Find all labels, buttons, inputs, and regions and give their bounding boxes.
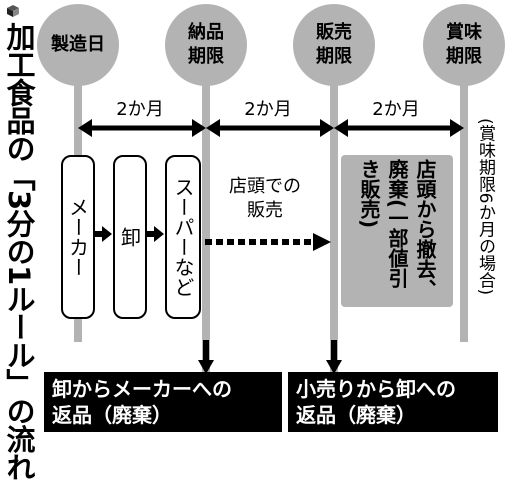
milestone-delivery-deadline: 納品 期限 xyxy=(165,4,247,86)
return-box-wholesaler-to-maker: 卸からメーカーへの 返品（廃棄） xyxy=(44,372,282,432)
note-label: (賞味期限6か月の場合) xyxy=(475,118,495,296)
removal-panel: 店頭から撤去、廃棄(一部値引き販売) xyxy=(341,155,453,307)
period-arrow-3 xyxy=(334,119,464,137)
period-label-1: 2か月 xyxy=(116,99,164,120)
milestone-best-before: 賞味 期限 xyxy=(423,4,505,86)
timeline-line-bestbefore xyxy=(460,80,468,342)
milestone-manufacture-date: 製造日 xyxy=(37,4,119,86)
supply-chain-wholesaler: 卸 xyxy=(113,155,147,319)
page-title: 加工食品の「3分の1ルール」の流れ xyxy=(2,22,36,480)
period-label-3: 2か月 xyxy=(372,99,420,120)
return-box-retailer-to-wholesaler: 小売りから卸への 返品（廃棄） xyxy=(288,372,498,432)
store-sale-label: 店頭での 販売 xyxy=(229,176,301,221)
return-arrow-2 xyxy=(326,340,342,374)
timeline-line-sale xyxy=(330,80,338,372)
period-label-2: 2か月 xyxy=(244,99,292,120)
title-column: 加工食品の「3分の1ルール」の流れ xyxy=(0,0,40,480)
chain-arrow-1 xyxy=(94,226,112,242)
box-icon xyxy=(7,5,19,17)
return-arrow-1 xyxy=(198,340,214,374)
supply-chain-supermarket: スーパーなど xyxy=(165,155,201,319)
period-arrow-1 xyxy=(78,119,206,137)
milestone-sales-deadline: 販売 期限 xyxy=(293,4,375,86)
timeline-line-delivery xyxy=(202,80,210,372)
period-arrow-2 xyxy=(206,119,334,137)
dashed-arrow xyxy=(205,233,331,251)
chain-arrow-2 xyxy=(146,226,164,242)
supply-chain-manufacturer: メーカー xyxy=(61,155,95,319)
